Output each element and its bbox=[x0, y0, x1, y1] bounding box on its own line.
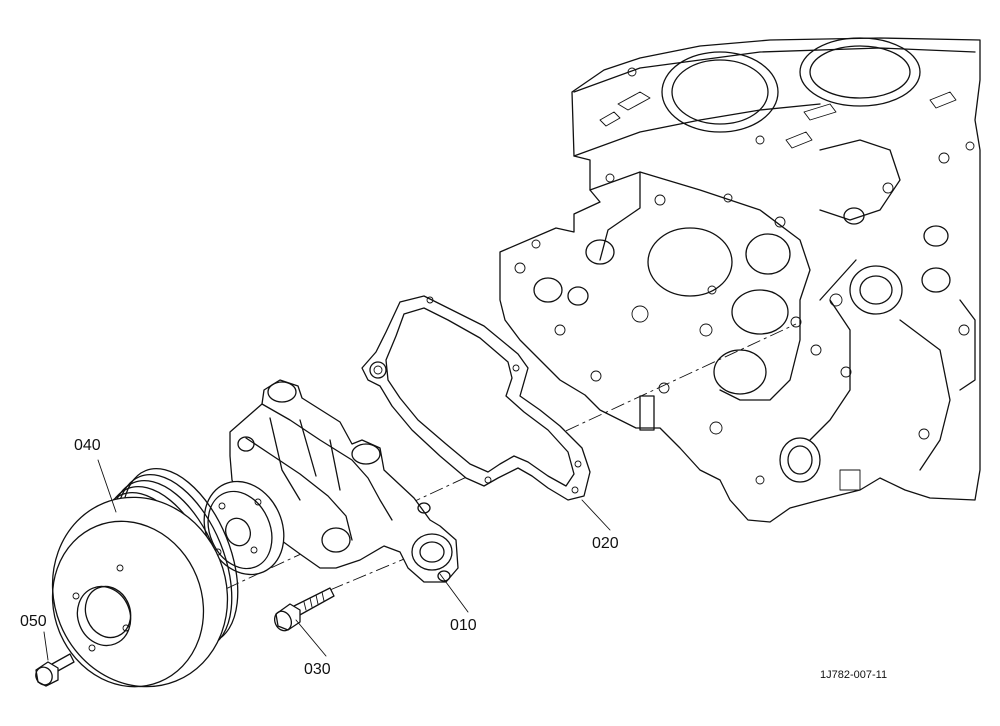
leader-line-020 bbox=[581, 499, 611, 531]
leader-line-040 bbox=[97, 459, 117, 513]
fan-pulley bbox=[51, 468, 239, 688]
engine-block bbox=[499, 37, 981, 523]
flange-bolt-short bbox=[35, 653, 75, 687]
callout-030: 030 bbox=[304, 661, 331, 678]
callout-050: 050 bbox=[20, 613, 47, 630]
flange-bolt-long bbox=[273, 587, 335, 632]
leader-line-010 bbox=[439, 573, 469, 613]
leader-line-050 bbox=[43, 631, 49, 661]
diagram-reference-code: 1J782-007-11 bbox=[820, 669, 887, 681]
water-pump-body bbox=[203, 379, 459, 583]
pump-gasket bbox=[361, 295, 591, 501]
callout-020: 020 bbox=[592, 535, 619, 552]
callout-010: 010 bbox=[450, 617, 477, 634]
callout-040: 040 bbox=[74, 437, 101, 454]
leader-line-030 bbox=[295, 619, 327, 657]
bolt-guide-line bbox=[329, 543, 441, 591]
